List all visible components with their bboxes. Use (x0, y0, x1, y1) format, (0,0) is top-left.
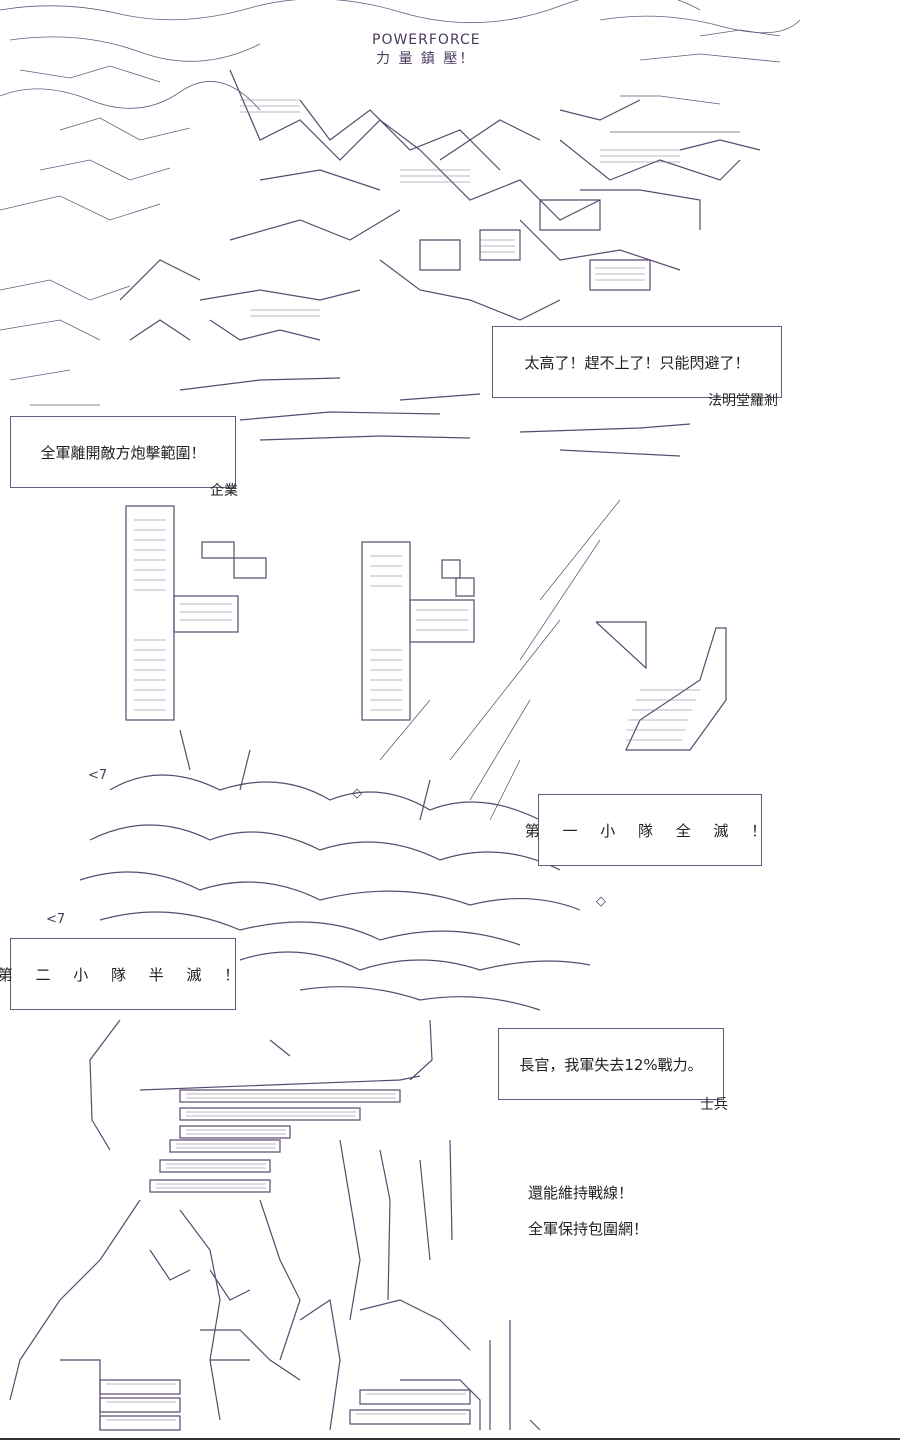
speech-box-3: 第 一 小 隊 全 滅 ！ (525, 794, 766, 866)
shockwave-art (179, 377, 691, 457)
speech-text-5: 長官，我軍失去12%戰力。 (519, 1055, 703, 1074)
top-debris-art (0, 0, 801, 406)
wreckage-hatching (240, 99, 680, 317)
sfx-dodon-art (125, 505, 727, 751)
commander-figure-art (9, 1019, 541, 1431)
speech-box-5: 長官，我軍失去12%戰力。 (498, 1028, 724, 1100)
mark-diamond-2: ◇ (596, 894, 606, 909)
speech-box-2: 全軍離開敵方炮擊範圍！ (10, 416, 236, 488)
speaker-1: 法明堂羅剎 (708, 393, 778, 409)
explosion-cloud-art (79, 729, 591, 1011)
speech-text-2: 全軍離開敵方炮擊範圍！ (40, 443, 206, 462)
speech-box-1: 太高了！趕不上了！只能閃避了！ (492, 326, 782, 398)
mark-diamond-1: ◇ (352, 786, 362, 801)
speech-text-1: 太高了！趕不上了！只能閃避了！ (524, 353, 750, 372)
title-powerforce: POWERFORCE (372, 32, 481, 48)
wreckage-art (119, 69, 761, 341)
bottom-rule (0, 1438, 900, 1440)
speech-text-4: 第 二 小 隊 半 滅 ！ (0, 965, 249, 984)
sfx-dodon-hatching (134, 519, 700, 741)
shell-streaks-art (379, 499, 621, 821)
speaker-5: 士兵 (700, 1097, 728, 1113)
speaker-2: 企業 (210, 483, 238, 499)
dialogue-line-1: 還能維持戰線！ (528, 1184, 634, 1202)
mark-lt7-b: <7 (46, 912, 66, 927)
title-subtitle: 力 量 鎮 壓！ (376, 51, 476, 67)
speech-box-4: 第 二 小 隊 半 滅 ！ (0, 938, 239, 1010)
dialogue-line-2: 全軍保持包圍網！ (528, 1220, 649, 1238)
mark-lt7-a: <7 (88, 768, 108, 783)
speech-text-3: 第 一 小 隊 全 滅 ！ (524, 821, 776, 840)
commander-hatching (106, 1093, 466, 1421)
